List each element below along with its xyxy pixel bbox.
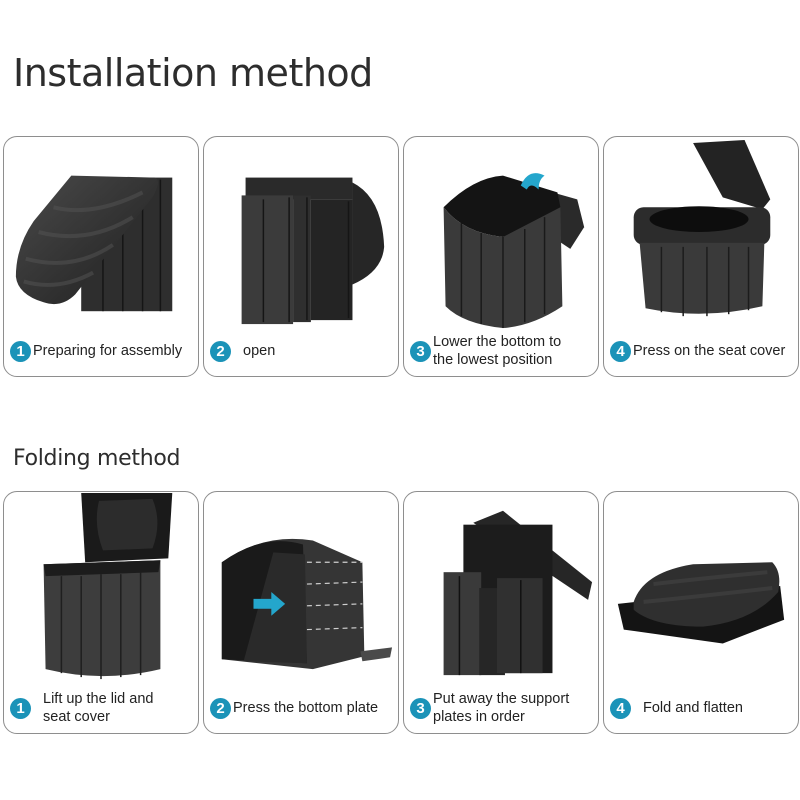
- step-caption: 4 Press on the seat cover: [610, 330, 794, 372]
- folding-step-1-card: 1 Lift up the lid and seat cover: [3, 491, 199, 734]
- unfolding-panels-icon: [241, 177, 385, 325]
- curved-arrow-icon: [520, 173, 545, 190]
- step-caption: 3 Put away the support plates in order: [410, 687, 594, 729]
- step-number-badge: 2: [210, 697, 231, 719]
- installation-step-3-card: 3 Lower the bottom to the lowest positio…: [403, 136, 599, 377]
- step-number-badge: 1: [10, 697, 31, 719]
- step-number-badge: 2: [210, 340, 231, 362]
- step-label-line-1: Put away the support: [433, 691, 570, 707]
- body-with-right-arrow-icon: [221, 538, 393, 670]
- step-label-line-1: Lift up the lid and: [43, 691, 154, 707]
- step-label: Preparing for assembly: [33, 343, 183, 359]
- step-label: Put away the support plates in order: [433, 690, 569, 726]
- step-label-line-2: the lowest position: [433, 352, 553, 368]
- step-number-badge: 3: [410, 697, 431, 719]
- installation-step-1-card: 1 Preparing for assembly: [3, 136, 199, 377]
- step-caption: 4 Fold and flatten: [610, 687, 794, 729]
- step-number-badge: 1: [10, 340, 31, 362]
- installation-step-4-card: 4 Press on the seat cover: [603, 136, 799, 377]
- step-label: Press on the seat cover: [633, 343, 786, 359]
- folding-step-3-card: 3 Put away the support plates in order: [403, 491, 599, 734]
- folding-steps: 1 Lift up the lid and seat cover 2 Press…: [3, 491, 799, 734]
- installation-steps: 1 Preparing for assembly 2 open: [3, 136, 799, 379]
- step-caption: 3 Lower the bottom to the lowest positio…: [410, 330, 594, 372]
- assembled-toilet-lid-open-icon: [633, 139, 771, 317]
- installation-step-2-card: 2 open: [203, 136, 399, 377]
- step-label: open: [243, 343, 276, 359]
- folding-method-heading: Folding method: [13, 446, 181, 471]
- step-label: Fold and flatten: [643, 700, 743, 716]
- step-caption: 1 Lift up the lid and seat cover: [10, 687, 194, 729]
- folding-step-4-card: 4 Fold and flatten: [603, 491, 799, 734]
- right-arrow-icon: [253, 591, 286, 616]
- toilet-lid-raised-icon: [43, 492, 173, 680]
- step-label-line-2: plates in order: [433, 709, 525, 725]
- step-label-line-1: Lower the bottom to: [433, 334, 562, 350]
- step-number-badge: 3: [410, 340, 431, 362]
- step-label-line-2: seat cover: [43, 709, 110, 725]
- folding-step-2-card: 2 Press the bottom plate: [203, 491, 399, 734]
- installation-method-heading: Installation method: [13, 51, 373, 95]
- folded-toilet-with-lid-open-icon: [15, 175, 173, 312]
- step-number-badge: 4: [610, 340, 631, 362]
- step-label: Lift up the lid and seat cover: [43, 690, 153, 726]
- flattened-toilet-icon: [617, 562, 785, 644]
- step-caption: 2 Press the bottom plate: [210, 687, 394, 729]
- step-label: Lower the bottom to the lowest position: [433, 333, 561, 369]
- step-caption: 1 Preparing for assembly: [10, 330, 194, 372]
- bucket-with-curved-arrow-icon: [443, 173, 585, 329]
- step-caption: 2 open: [210, 330, 394, 372]
- step-label: Press the bottom plate: [233, 700, 379, 716]
- step-number-badge: 4: [610, 697, 631, 719]
- folding-support-plates-icon: [443, 510, 593, 676]
